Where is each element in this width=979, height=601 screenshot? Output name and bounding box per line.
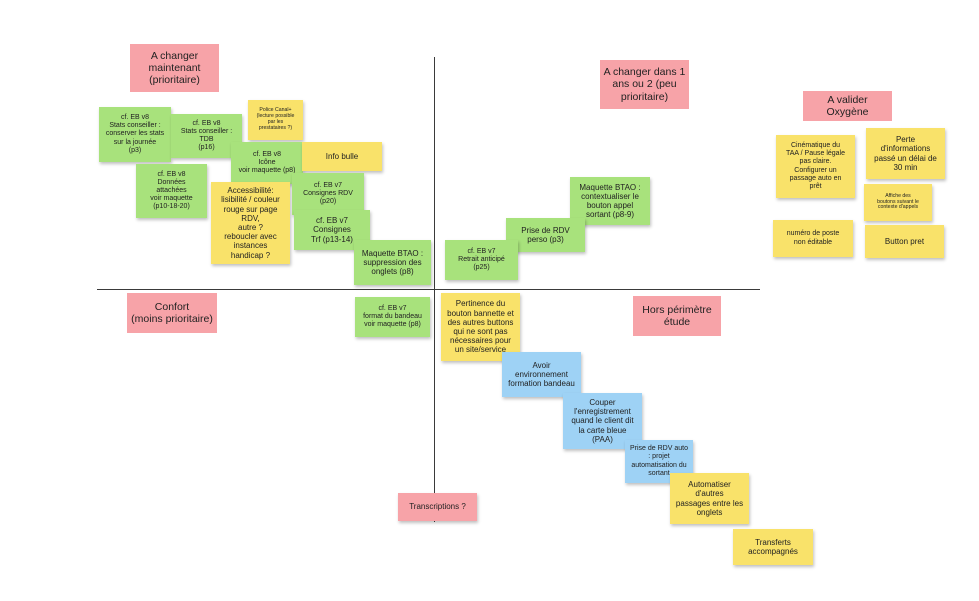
note-eb7-consignes-trf: cf. EB v7 Consignes Trf (p13-14) bbox=[294, 210, 370, 250]
note-numero-poste: numéro de poste non éditable bbox=[773, 220, 853, 257]
header-a-valider-oxygene: A valider Oxygène bbox=[803, 91, 892, 121]
note-couper-enreg: Couper l'enregistrement quand le client … bbox=[563, 393, 642, 449]
header-a-changer-plus-tard: A changer dans 1 ans ou 2 (peu prioritai… bbox=[600, 60, 689, 109]
note-avoir-env: Avoir environnement formation bandeau bbox=[502, 352, 581, 397]
note-eb8-stats-journee: cf. EB v8 Stats conseiller : conserver l… bbox=[99, 107, 171, 162]
header-a-changer-maintenant: A changer maintenant (prioritaire) bbox=[130, 44, 219, 92]
note-cinematique: Cinématique du TAA / Pause légale pas cl… bbox=[776, 135, 855, 198]
note-transcriptions: Transcriptions ? bbox=[398, 493, 477, 521]
note-transferts: Transferts accompagnés bbox=[733, 529, 813, 565]
header-hors-perimetre: Hors périmètre étude bbox=[633, 296, 721, 336]
note-button-pret: Button pret bbox=[865, 225, 944, 258]
note-accessibilite: Accessibilité: lisibilité / couleur roug… bbox=[211, 182, 290, 264]
note-info-bulle: Info bulle bbox=[302, 142, 382, 171]
note-pertinence: Pertinence du bouton bannette et des aut… bbox=[441, 293, 520, 361]
note-prise-rdv-perso: Prise de RDV perso (p3) bbox=[506, 218, 585, 252]
note-eb7-retrait: cf. EB v7 Retrait anticipé (p25) bbox=[445, 240, 518, 280]
header-confort: Confort (moins prioritaire) bbox=[127, 293, 217, 333]
note-prise-rdv-auto: Prise de RDV auto : projet automatisatio… bbox=[625, 440, 693, 483]
note-perte-infos: Perte d'informations passé un délai de 3… bbox=[866, 128, 945, 179]
note-automatiser: Automatiser d'autres passages entre les … bbox=[670, 473, 749, 524]
horizontal-axis bbox=[97, 289, 760, 290]
note-affiche-boutons: Affiche des boutons suivant le contexte … bbox=[864, 184, 932, 221]
note-eb8-donnees: cf. EB v8 Données attachées voir maquett… bbox=[136, 164, 207, 218]
note-maquette-btao-contextualiser: Maquette BTAO : contextualiser le bouton… bbox=[570, 177, 650, 225]
note-eb8-icone: cf. EB v8 Icône voir maquette (p8) bbox=[231, 142, 303, 184]
note-eb7-bandeau: cf. EB v7 format du bandeau voir maquett… bbox=[355, 297, 430, 337]
note-eb7-consignes-rdv: cf. EB v7 Consignes RDV (p20) bbox=[292, 173, 364, 215]
note-police-canal: Police Canal+ (lecture possible par les … bbox=[248, 100, 303, 140]
note-maquette-btao-onglets: Maquette BTAO : suppression des onglets … bbox=[354, 240, 431, 285]
note-eb8-stats-tdb: cf. EB v8 Stats conseiller : TDB (p16) bbox=[171, 114, 242, 158]
